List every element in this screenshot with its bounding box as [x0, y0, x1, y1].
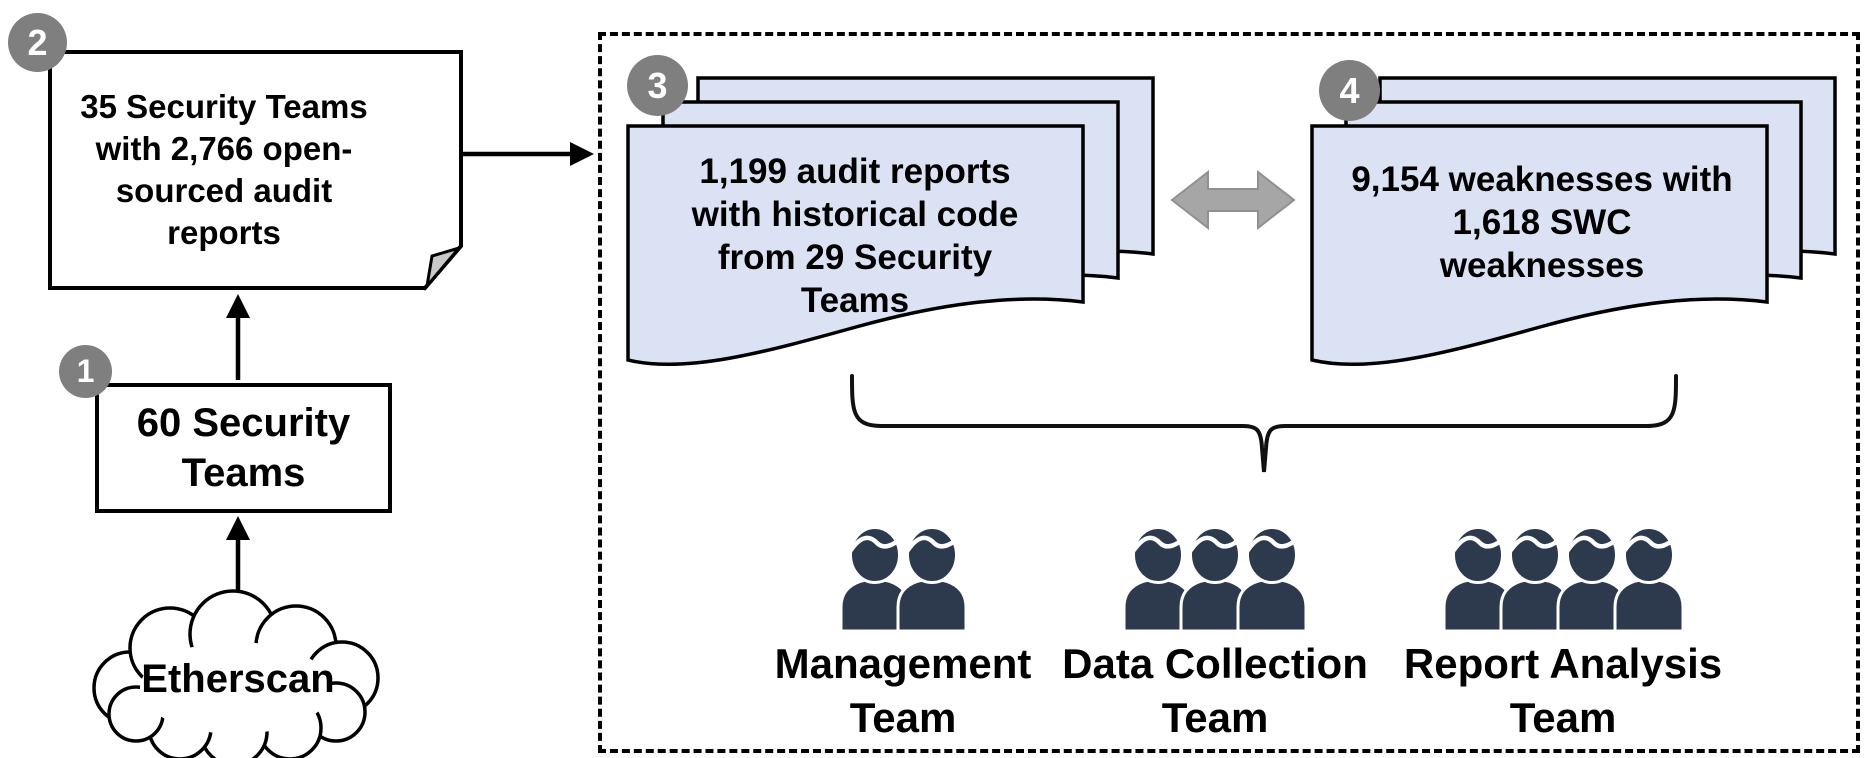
weaknesses-doc-label: 9,154 weaknesses with 1,618 SWC weakness… [1351, 160, 1733, 285]
dashed-region [598, 32, 1860, 753]
sixty-security-teams-box: 60 Security Teams [95, 383, 392, 513]
management-team-icon [835, 524, 972, 634]
step-badge-2-number: 2 [27, 21, 48, 63]
person-icon [1238, 528, 1306, 632]
data-collection-team-icon [1118, 524, 1312, 634]
audit-reports-doc-label: 1,199 audit reports with historical code… [691, 152, 1019, 320]
step-badge-1-number: 1 [76, 353, 95, 389]
step-badge-3-number: 3 [647, 64, 668, 106]
step-badge-2: 2 [8, 13, 67, 72]
management-team-label: Management Team [774, 640, 1032, 741]
arrow-up-teams-to-note-icon [226, 294, 250, 380]
weaknesses-doc-front [1310, 124, 1769, 367]
etherscan-label: Etherscan [141, 657, 335, 701]
data-collection-team-label: Data Collection Team [1062, 640, 1368, 741]
report-analysis-team-label: Report Analysis Team [1403, 640, 1723, 741]
step-badge-4: 4 [1319, 60, 1380, 121]
audit-reports-note-shape [48, 50, 464, 292]
audit-reports-doc-front [626, 124, 1085, 367]
brace [850, 374, 1678, 473]
step-badge-1: 1 [59, 345, 112, 398]
sixty-security-teams-label: 60 Security Teams [136, 401, 351, 495]
step-badge-3: 3 [627, 55, 688, 116]
person-icon [1615, 528, 1683, 632]
audit-reports-note-label: 35 Security Teams with 2,766 open- sourc… [80, 88, 368, 251]
person-icon [898, 528, 966, 632]
step-badge-4-number: 4 [1339, 69, 1360, 111]
etherscan-cloud-shape [92, 589, 380, 758]
double-arrow-icon [1170, 169, 1296, 231]
report-analysis-team-icon [1438, 524, 1689, 634]
